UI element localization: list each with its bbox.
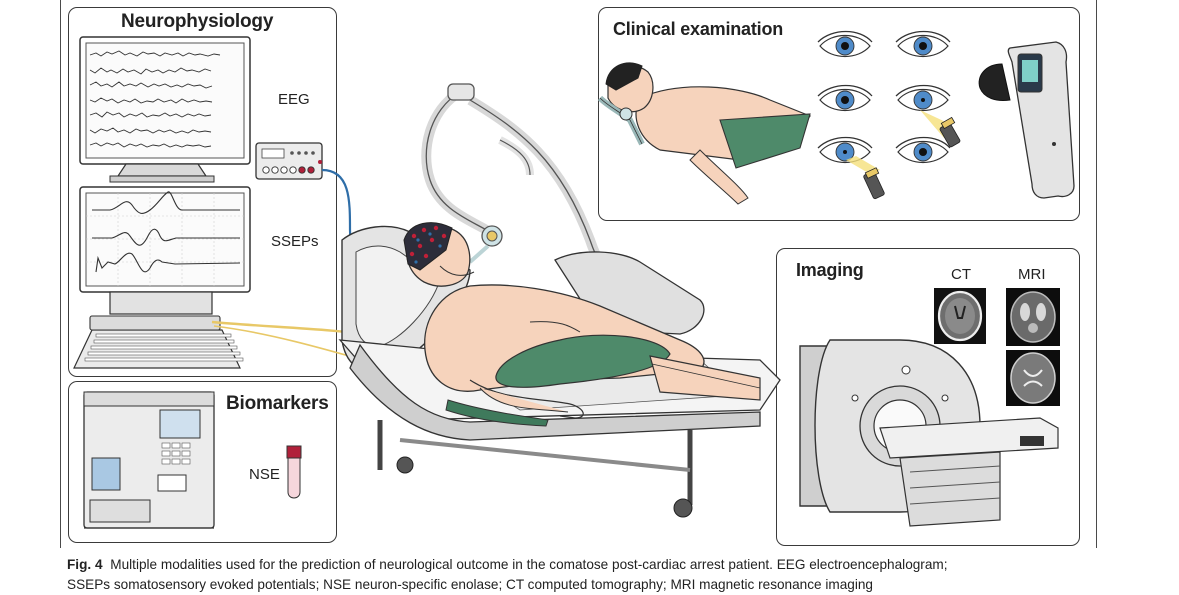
figure-label: Fig. 4 — [67, 557, 103, 572]
patient — [403, 222, 761, 427]
nse-label: NSE — [249, 466, 280, 483]
eye-3 — [817, 84, 873, 112]
eeg-monitor — [79, 36, 251, 183]
pupil-eyes-grid — [817, 30, 961, 200]
clinical-examination-title: Clinical examination — [613, 19, 784, 39]
amplifier-box — [255, 142, 323, 180]
neurophysiology-title: Neurophysiology — [121, 11, 274, 32]
eeg-label: EEG — [278, 91, 310, 108]
clinical-patient-illustration — [597, 62, 811, 205]
mri-scanner — [799, 339, 1059, 527]
eye-1 — [817, 30, 873, 58]
eye-6 — [895, 136, 951, 164]
frame-right-line — [1096, 0, 1097, 548]
eye-5 — [817, 136, 885, 200]
mri-label: MRI — [1018, 266, 1046, 283]
eye-4 — [895, 84, 961, 148]
caption-line-2: SSEPs somatosensory evoked potentials; N… — [67, 577, 873, 592]
nse-sample-tube — [286, 445, 302, 499]
biomarkers-title: Biomarkers — [226, 393, 329, 414]
lab-analyzer — [83, 391, 215, 529]
imaging-title: Imaging — [796, 260, 864, 280]
ct-label: CT — [951, 266, 971, 283]
figure-caption: Fig. 4 Multiple modalities used for the … — [67, 555, 1177, 595]
mri-scan-images — [1006, 288, 1060, 406]
sseps-label: SSEPs — [271, 233, 319, 250]
caption-line-1: Multiple modalities used for the predict… — [110, 557, 948, 572]
eye-2 — [895, 30, 951, 58]
ct-scan-image — [934, 288, 986, 344]
frame-left-line — [60, 0, 61, 548]
pupillometer-device — [978, 41, 1075, 199]
ssep-monitor — [73, 186, 251, 369]
